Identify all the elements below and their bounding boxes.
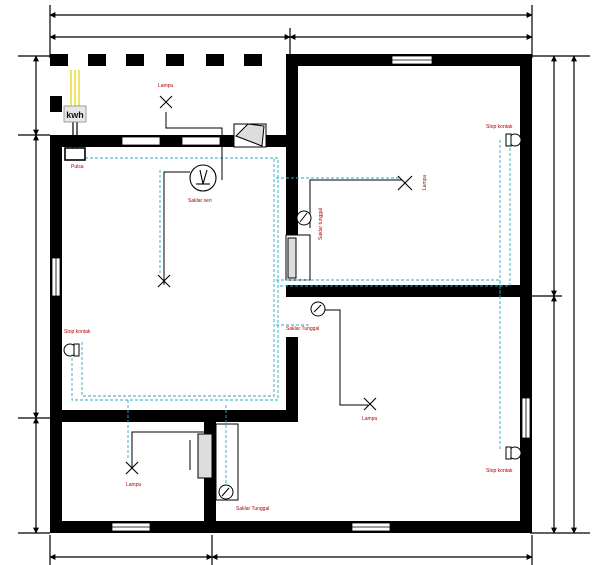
single-switch-icon <box>310 301 326 317</box>
dimension-lines <box>18 5 590 565</box>
cable-routes <box>70 140 511 490</box>
socket-label: Stop kontak <box>486 468 513 474</box>
wiring <box>131 112 402 470</box>
lamp-icon <box>125 461 139 475</box>
socket-icon <box>505 446 522 460</box>
socket-label: Stop kontak <box>64 329 91 335</box>
lamp-label: Lampu <box>362 416 378 422</box>
lamp-label: Lampu <box>158 83 174 89</box>
series-switch-icon <box>189 164 217 192</box>
fuse-box-label: Pulsa <box>71 164 84 170</box>
fuse-box: Pulsa <box>64 147 86 170</box>
kwh-meter: kwh <box>63 105 87 123</box>
socket-icon <box>63 343 80 357</box>
kwh-label: kwh <box>66 110 84 120</box>
lamp-icon <box>363 397 377 411</box>
walls <box>50 54 532 533</box>
windows <box>51 55 531 532</box>
lamp-icon <box>397 175 413 191</box>
lamp-label: Lampu <box>126 482 142 488</box>
socket-label: Stop kontak <box>486 124 513 130</box>
lamp-icon <box>159 95 173 109</box>
single-switch-icon <box>218 484 234 500</box>
socket-icon <box>505 133 522 147</box>
terrace-dashed-wall <box>50 54 262 112</box>
series-switch-label: Saklar seri <box>188 198 212 204</box>
single-switch-icon <box>296 210 312 226</box>
single-switch-label: Saklar Tunggal <box>286 326 319 332</box>
kwh-feed <box>70 70 80 152</box>
single-switch-label: Saklar Tunggal <box>236 506 269 512</box>
lamp-label: Lampu <box>422 174 428 190</box>
single-switch-label: Saklar tunggal <box>318 208 324 240</box>
lamp-icon <box>157 274 171 288</box>
